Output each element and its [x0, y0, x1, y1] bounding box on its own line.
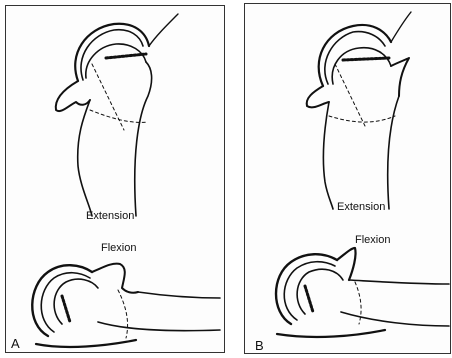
flexion-shaft-top [138, 292, 220, 298]
flexion-cartilage [62, 296, 70, 322]
flexion-physis [355, 282, 361, 324]
flexion-head [54, 279, 98, 324]
flexion-pelvis [277, 330, 385, 337]
femur-shaft-left [78, 100, 92, 216]
flexion-shaft-top [349, 280, 449, 284]
flexion-acetabulum-inner [284, 262, 335, 320]
femur-shaft-left [323, 102, 333, 209]
flexion-shaft-bottom [98, 322, 220, 331]
flexion-pelvis [36, 340, 136, 347]
trochanter [149, 14, 178, 46]
flexion-labrum [92, 264, 138, 293]
flexion-cartilage [305, 286, 313, 312]
panel-b-letter: B [255, 338, 264, 353]
acetabulum-outline [319, 25, 391, 86]
cartilage-band [106, 54, 146, 58]
panel-a: Extension Flexion A [5, 5, 225, 353]
panel-a-letter: A [11, 336, 20, 351]
labrum [307, 86, 329, 107]
labrum [56, 81, 90, 111]
panel-b: Extension Flexion B [244, 3, 451, 354]
panel-a-flexion-label: Flexion [101, 242, 136, 254]
panel-a-drawing [6, 6, 224, 352]
cartilage-band [343, 58, 389, 60]
flexion-shaft-bottom [341, 312, 449, 326]
panel-b-drawing [245, 4, 450, 353]
flexion-physis [118, 290, 128, 338]
femur-shaft-right [388, 96, 399, 209]
femoral-head [332, 48, 391, 84]
trochanter [391, 12, 411, 42]
femoral-head [86, 44, 146, 78]
femur-shaft-right [135, 62, 152, 216]
flexion-head [297, 269, 343, 314]
cam-lesion [391, 58, 409, 96]
neck-axis [335, 64, 365, 126]
panel-b-flexion-label: Flexion [355, 234, 390, 246]
panel-b-extension-label: Extension [337, 201, 385, 213]
panel-a-extension-label: Extension [86, 210, 134, 222]
